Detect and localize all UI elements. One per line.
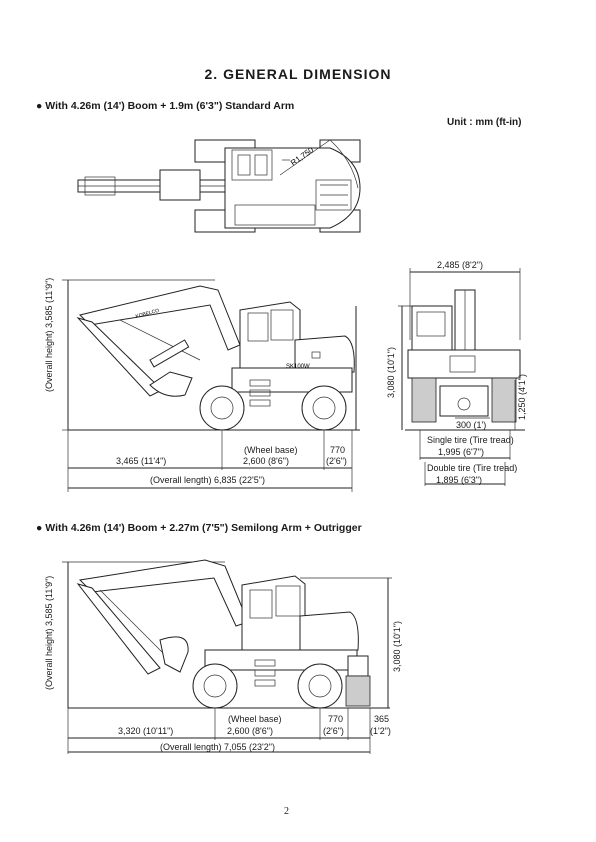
unit-label: Unit : mm (ft-in) [447, 117, 522, 128]
side2-rear-dim-top: 770 [328, 714, 344, 724]
side2-rear-dim-bottom: (2'6") [323, 726, 344, 736]
side1-overall-length: (Overall length) 6,835 (22'5") [150, 475, 265, 485]
page-title: 2. GENERAL DIMENSION [204, 66, 392, 82]
double-tire-value: 1,895 (6'3") [436, 475, 482, 485]
front-height: 3,080 (10'1") [386, 347, 396, 398]
model-label: SK100W [286, 364, 310, 370]
section2-heading: ● With 4.26m (14') Boom + 2.27m (7'5") S… [36, 522, 362, 534]
side1-front-dim: 3,465 (11'4") [116, 456, 167, 466]
front-axle-height: 1,250 (4'1") [517, 374, 527, 420]
side2-wheelbase: 2,600 (8'6") [227, 726, 273, 736]
side-view-2-drawing [62, 559, 392, 754]
front-width: 2,485 (8'2") [437, 260, 483, 270]
front-view-drawing [398, 268, 525, 486]
side2-outrigger-bottom: (1'2") [370, 726, 391, 736]
single-tire-value: 1,995 (6'7") [438, 447, 484, 457]
side1-rear-dim-top: 770 [330, 445, 346, 455]
plan-view-drawing: R1,750 [77, 139, 361, 233]
side1-wheelbase: 2,600 (8'6") [243, 456, 289, 466]
single-tire-label: Single tire (Tire tread) [427, 435, 514, 445]
side2-outrigger-top: 365 [374, 714, 390, 724]
side2-front-dim: 3,320 (10'11") [118, 726, 174, 736]
side1-wheelbase-label: (Wheel base) [244, 445, 298, 455]
bullet-icon: ● [36, 100, 46, 112]
front-ground-clearance: 300 (1') [456, 420, 487, 430]
page-number: 2 [284, 806, 289, 817]
side-view-1-drawing: SK100W KOBELCO [62, 279, 360, 492]
side2-overall-length: (Overall length) 7,055 (23'2") [160, 742, 275, 752]
section2-heading-text: With 4.26m (14') Boom + 2.27m (7'5") Sem… [45, 522, 362, 534]
double-tire-label: Double tire (Tire tread) [427, 463, 518, 473]
section1-heading: ● With 4.26m (14') Boom + 1.9m (6'3") St… [36, 100, 294, 112]
side1-rear-dim-bottom: (2'6") [326, 456, 347, 466]
section1-heading-text: With 4.26m (14') Boom + 1.9m (6'3") Stan… [45, 100, 295, 112]
side1-overall-height: (Overall height) 3,585 (11'9") [44, 277, 54, 392]
side2-wheelbase-label: (Wheel base) [228, 714, 282, 724]
bullet-icon: ● [36, 522, 46, 534]
side2-height-right: 3,080 (10'1") [392, 621, 402, 672]
side2-overall-height: (Overall height) 3,585 (11'9") [44, 575, 54, 690]
